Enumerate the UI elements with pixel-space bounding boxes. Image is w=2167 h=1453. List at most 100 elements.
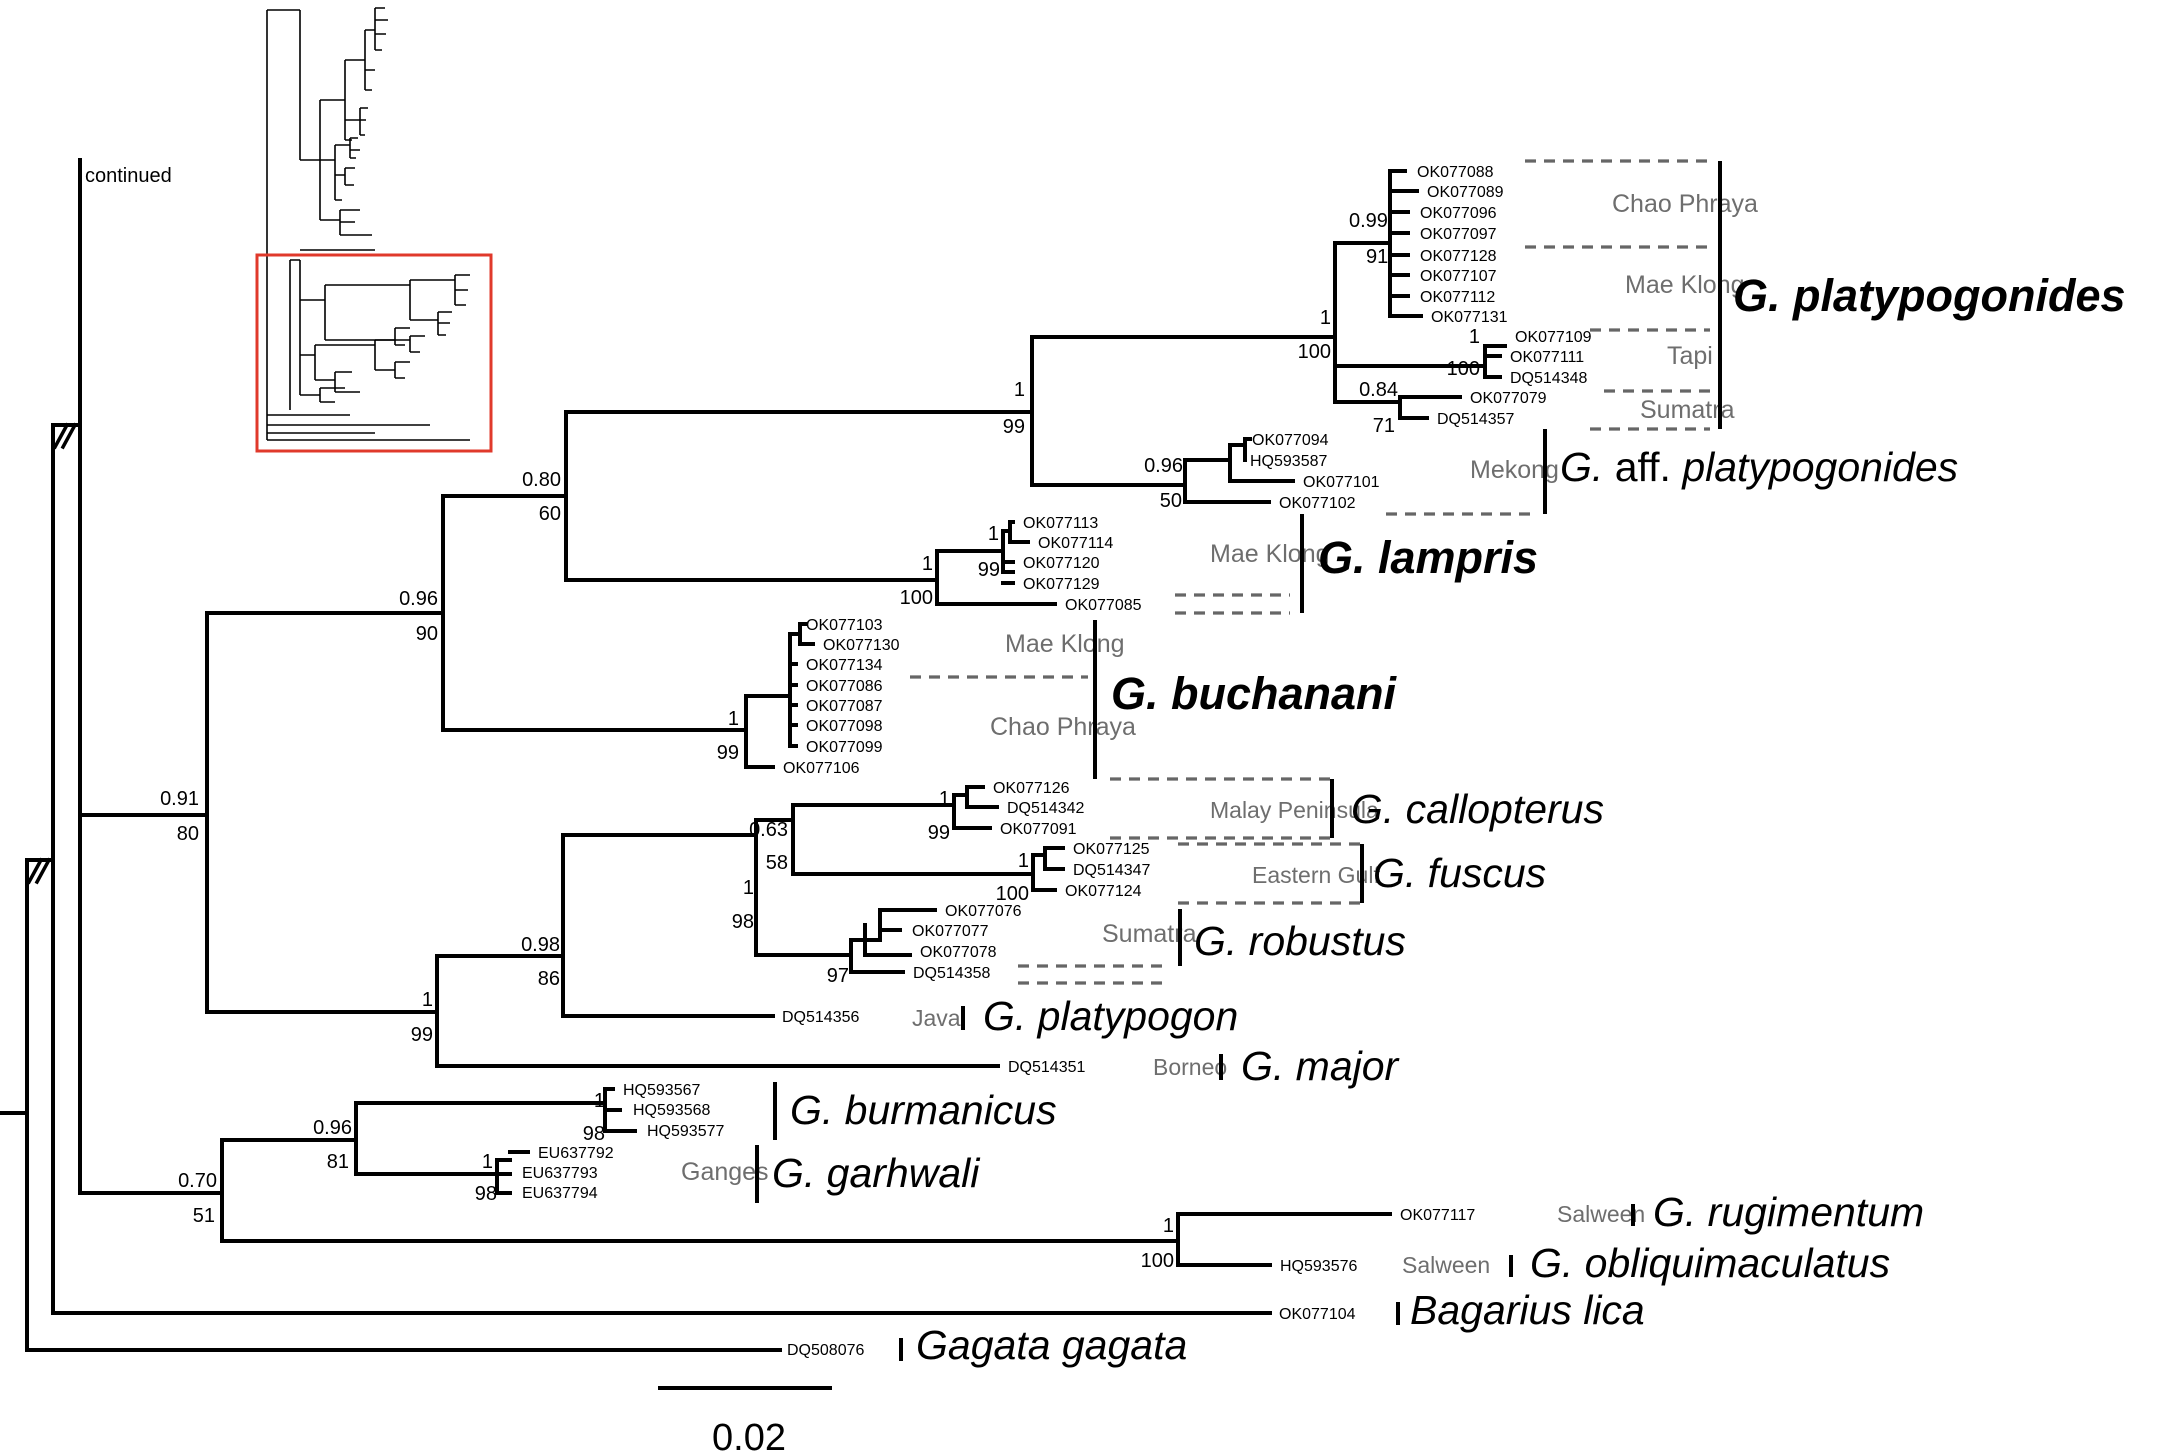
tip-label: OK077107 [1420,268,1497,285]
region-label: Mae Klong [1625,271,1745,299]
species-label: G. fuscus [1373,850,1546,896]
tip-label: OK077129 [1023,576,1100,593]
tip-label: HQ593576 [1280,1258,1357,1275]
support-value: 100 [900,587,933,609]
tip-label: OK077103 [806,617,883,634]
tip-label: DQ514351 [1008,1059,1085,1076]
support-value: 86 [538,968,560,990]
support-value: 100 [996,883,1029,905]
support-value: 1 [1320,307,1331,329]
scale-bar: 0.02 [658,1386,832,1453]
species-label: G. burmanicus [790,1087,1057,1133]
tip-label: OK077094 [1252,432,1329,449]
support-value: 1 [1014,379,1025,401]
tip-label: OK077106 [783,760,860,777]
support-value: 1 [939,788,950,810]
support-value: 50 [1160,490,1182,512]
tip-label: EU637792 [538,1145,614,1162]
tip-label: OK077128 [1420,248,1497,265]
support-value: 98 [732,911,754,933]
tip-label: OK077111 [1510,349,1584,366]
scale-bar-label: 0.02 [712,1417,786,1453]
support-value: 91 [1366,246,1388,268]
support-value: 71 [1373,415,1395,437]
support-value: 0.70 [178,1170,217,1192]
support-value: 1 [728,708,739,730]
support-value: 0.98 [521,934,560,956]
tip-label: OK077086 [806,678,883,695]
tip-label: OK077089 [1427,184,1504,201]
tip-label: OK077101 [1303,474,1380,491]
tip-label: OK077134 [806,657,883,674]
species-label: G. robustus [1194,918,1406,964]
tip-label: OK077088 [1417,164,1494,181]
tip-label: EU637794 [522,1185,598,1202]
tip-label: DQ514356 [782,1009,859,1026]
tip-label: OK077091 [1000,821,1077,838]
tip-label: OK077120 [1023,555,1100,572]
support-value: 1 [1018,850,1029,872]
region-label: Chao Phraya [990,713,1136,741]
support-value: 100 [1447,358,1480,380]
tip-label: HQ593568 [633,1102,710,1119]
support-value: 1 [988,523,999,545]
support-value: 1 [594,1090,605,1112]
tip-label: OK077117 [1400,1207,1475,1224]
tip-label: OK077077 [912,923,989,940]
support-value: 60 [539,503,561,525]
species-label: G. aff. platypogonides [1560,444,1958,490]
support-value: 1 [1469,326,1480,348]
tip-label: OK077076 [945,903,1022,920]
support-value: 99 [411,1024,433,1046]
region-label: Salween [1402,1252,1490,1278]
tip-label: DQ514342 [1007,800,1084,817]
species-label: G. major [1241,1043,1401,1089]
support-value: 51 [193,1205,215,1227]
support-value: 1 [922,553,933,575]
region-label: Java [912,1005,961,1031]
branch-break-marks [26,422,78,885]
species-label: G. garhwali [772,1150,981,1196]
support-value: 0.96 [313,1117,352,1139]
support-value: 0.63 [749,819,788,841]
region-label: Malay Peninsula [1210,797,1379,823]
support-value: 0.99 [1349,210,1388,232]
support-value: 80 [177,823,199,845]
region-separators [910,159,1710,985]
tip-label: OK077085 [1065,597,1142,614]
tip-label: DQ508076 [787,1342,864,1359]
species-label: G. buchanani [1111,668,1398,719]
species-label: G. obliquimaculatus [1530,1240,1890,1286]
tip-label: DQ514348 [1510,370,1587,387]
support-value: 99 [1003,416,1025,438]
support-value: 0.96 [1144,455,1183,477]
tip-label: OK077087 [806,698,883,715]
tip-label: HQ593587 [1250,453,1327,470]
tip-label: DQ514357 [1437,411,1514,428]
region-label: Sumatra [1102,920,1197,948]
tip-label: OK077126 [993,780,1070,797]
support-value: 0.84 [1359,379,1398,401]
tip-label: OK077096 [1420,205,1497,222]
support-value: 97 [827,965,849,987]
support-value: 1 [482,1151,493,1173]
region-label: Borneo [1153,1054,1227,1080]
continued-label: continued [85,165,172,187]
support-value: 99 [928,822,950,844]
support-value: 98 [583,1123,605,1145]
region-label: Eastern Gulf [1252,862,1380,888]
tip-label: DQ514358 [913,965,990,982]
tip-label: OK077112 [1420,289,1495,306]
species-label: G. platypogonides [1733,270,2126,321]
tip-label: OK077097 [1420,226,1497,243]
tip-label: HQ593567 [623,1082,700,1099]
tip-label: OK077078 [920,944,997,961]
tip-labels: OK077088OK077089OK077096OK077097OK077128… [522,164,1592,1359]
tip-label: OK077130 [823,637,900,654]
species-bars [755,161,1722,1361]
region-label: Salween [1557,1201,1645,1227]
species-label: G. lampris [1318,532,1538,583]
region-label: Ganges [681,1158,769,1186]
